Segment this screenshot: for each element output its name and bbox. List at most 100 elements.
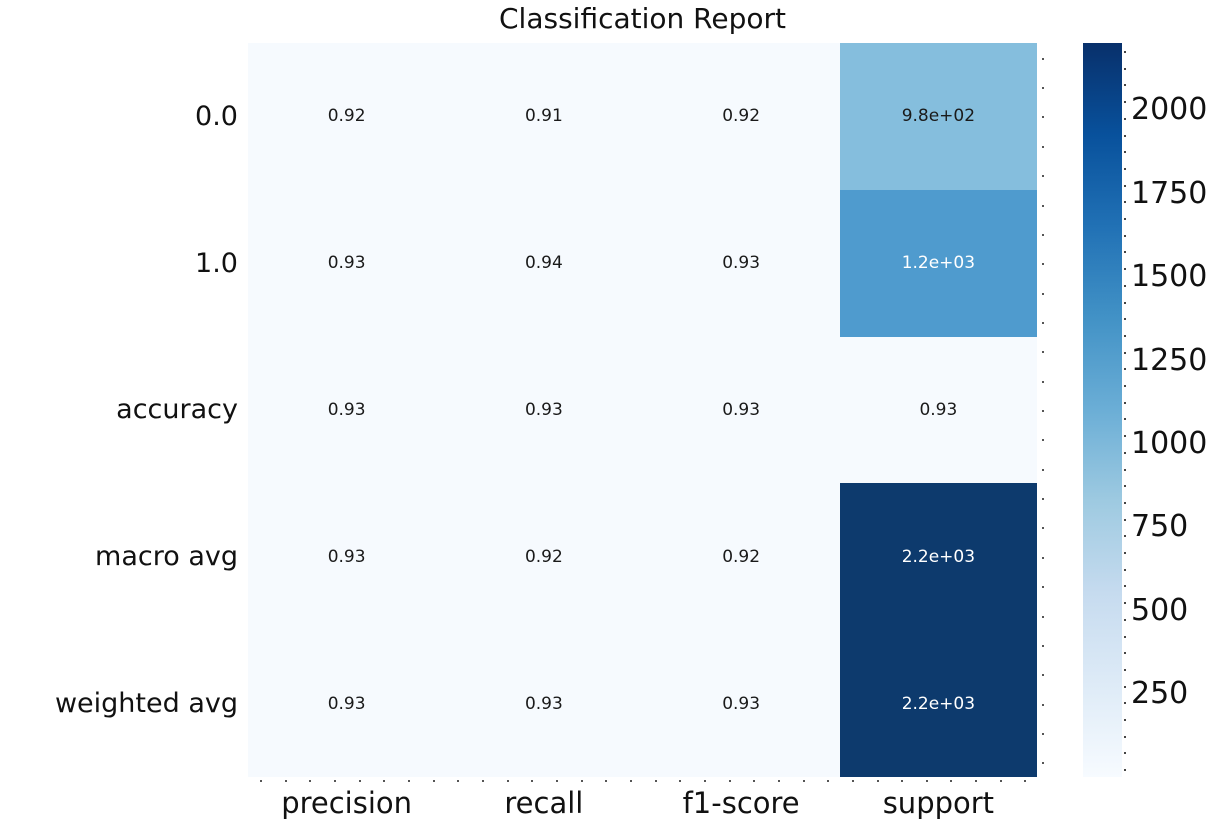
y-axis-minor-tick	[1042, 380, 1044, 383]
colorbar-minor-tick	[1124, 385, 1126, 387]
colorbar-minor-tick	[1124, 301, 1126, 304]
x-axis-minor-tick	[876, 780, 879, 782]
colorbar-minor-tick	[1124, 418, 1126, 421]
x-axis-minor-tick	[358, 780, 361, 782]
y-axis-minor-tick	[1042, 732, 1044, 735]
x-axis-minor-tick	[901, 780, 904, 782]
y-axis-minor-tick	[1042, 204, 1044, 207]
row-label-weighted-avg: weighted avg	[54, 688, 238, 720]
y-axis-labels: 0.0 1.0 accuracy macro avg weighted avg	[0, 43, 238, 777]
x-axis-minor-tick	[950, 780, 953, 782]
x-axis-minor-tick	[407, 780, 410, 782]
y-axis-minor-tick	[1042, 498, 1044, 501]
x-axis-minor-tick	[851, 780, 854, 782]
colorbar-minor-tick	[1124, 719, 1126, 721]
heatmap-cell-4-0: 0.93	[248, 630, 446, 777]
x-axis-minor-tick	[777, 780, 780, 782]
x-axis-minor-tick	[260, 780, 262, 782]
col-label-recall: recall	[504, 786, 584, 820]
y-axis-minor-tick	[1042, 263, 1044, 266]
colorbar-tick-label-1000: 1000	[1131, 426, 1208, 462]
colorbar-tick-label-500: 500	[1131, 592, 1189, 628]
row-label-macro-avg: macro avg	[95, 541, 238, 573]
colorbar-minor-tick	[1124, 735, 1126, 738]
colorbar-minor-tick	[1124, 101, 1126, 104]
heatmap-cell-1-3: 1.2e+03	[839, 189, 1037, 337]
heatmap-cell-0-3: 9.8e+02	[839, 43, 1037, 190]
heatmap-cell-3-1: 0.92	[445, 483, 643, 631]
colorbar-minor-tick	[1124, 184, 1126, 187]
x-axis-minor-tick	[629, 780, 632, 782]
colorbar-minor-tick	[1124, 585, 1126, 588]
x-axis-minor-tick	[975, 780, 978, 782]
colorbar-minor-tick	[1124, 84, 1126, 87]
y-axis-minor-tick	[1042, 468, 1044, 471]
heatmap-cell-2-2: 0.93	[642, 336, 840, 484]
colorbar-minor-tick	[1124, 234, 1126, 237]
x-axis-minor-tick	[333, 780, 336, 782]
colorbar-minor-tick	[1124, 117, 1126, 120]
x-axis-minor-tick	[703, 780, 706, 782]
colorbar-tick-label-1750: 1750	[1131, 175, 1208, 211]
colorbar-minor-tick	[1124, 435, 1126, 438]
colorbar-minor-tick	[1124, 401, 1126, 404]
colorbar-minor-tick	[1124, 618, 1126, 621]
x-axis-minor-tick	[1024, 780, 1027, 782]
x-axis-minor-tick	[605, 780, 608, 782]
colorbar-minor-tick	[1124, 702, 1126, 705]
heatmap-cell-2-1: 0.93	[445, 336, 643, 484]
heatmap-cell-0-0: 0.92	[248, 43, 446, 190]
x-axis-minor-tick	[679, 780, 682, 782]
x-axis-minor-tick	[555, 780, 558, 782]
heatmap-cell-3-2: 0.92	[642, 483, 840, 631]
x-axis-minor-tick	[309, 780, 312, 782]
y-axis-minor-tick	[1042, 644, 1044, 647]
y-axis-minor-tick	[1042, 145, 1044, 148]
y-axis-minor-tick	[1042, 175, 1044, 178]
colorbar-minor-tick	[1124, 602, 1126, 605]
chart-title: Classification Report	[499, 2, 786, 35]
x-axis-minor-tick	[580, 780, 583, 782]
x-axis-minor-tick	[506, 780, 509, 782]
x-axis-minor-tick	[999, 780, 1002, 782]
heatmap-cell-1-2: 0.93	[642, 189, 840, 337]
colorbar-minor-tick	[1124, 635, 1126, 638]
x-axis-minor-tick	[457, 780, 460, 782]
colorbar-minor-tick	[1124, 535, 1126, 538]
colorbar-minor-tick	[1124, 451, 1126, 454]
colorbar-minor-tick	[1124, 752, 1126, 755]
y-axis-minor-tick	[1042, 586, 1044, 589]
heatmap-cell-4-3: 2.2e+03	[839, 630, 1037, 777]
colorbar-minor-tick	[1124, 468, 1126, 471]
y-axis-minor-tick	[1042, 116, 1044, 119]
heatmap-cell-3-3: 2.2e+03	[839, 483, 1037, 631]
colorbar-minor-tick	[1124, 134, 1126, 137]
y-axis-minor-tick	[1042, 556, 1044, 559]
y-axis-minor-tick	[1042, 292, 1044, 295]
y-axis-minor-tick	[1042, 351, 1044, 354]
heatmap-cell-1-1: 0.94	[445, 189, 643, 337]
colorbar-minor-tick	[1124, 167, 1126, 170]
heatmap-cell-0-2: 0.92	[642, 43, 840, 190]
row-label-accuracy: accuracy	[116, 394, 238, 426]
colorbar-minor-tick	[1124, 201, 1126, 204]
colorbar-tick-label-750: 750	[1131, 509, 1189, 545]
colorbar-tick-label-2000: 2000	[1131, 92, 1208, 128]
colorbar-minor-tick	[1124, 685, 1126, 688]
y-axis-minor-tick	[1042, 762, 1044, 765]
heatmap-cell-1-0: 0.93	[248, 189, 446, 337]
y-axis-minor-tick	[1042, 87, 1044, 90]
y-axis-minor-tick	[1042, 410, 1044, 413]
col-label-precision: precision	[281, 786, 413, 820]
colorbar-minor-tick	[1124, 518, 1126, 521]
y-axis-minor-tick	[1042, 674, 1044, 677]
row-label-1.0: 1.0	[195, 247, 238, 279]
colorbar-minor-tick	[1124, 769, 1126, 772]
x-axis-minor-tick	[654, 780, 657, 782]
x-axis-minor-tick	[531, 780, 534, 782]
y-axis-minor-tick	[1042, 527, 1044, 530]
row-label-0.0: 0.0	[195, 100, 238, 132]
